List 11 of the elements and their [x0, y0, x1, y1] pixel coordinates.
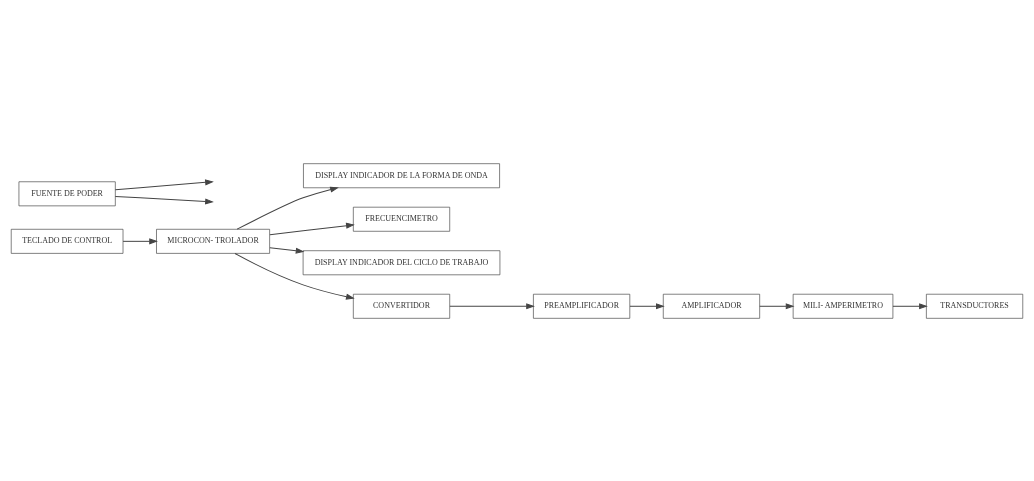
arrow [236, 186, 338, 230]
arrow [269, 222, 354, 235]
arrow [234, 252, 354, 300]
arrow [629, 302, 664, 309]
arrow [114, 179, 213, 190]
arrow [892, 302, 927, 309]
arrow [269, 246, 304, 254]
arrow [759, 302, 794, 309]
arrow [122, 238, 157, 244]
arrow [114, 195, 213, 204]
arrow [449, 302, 534, 309]
